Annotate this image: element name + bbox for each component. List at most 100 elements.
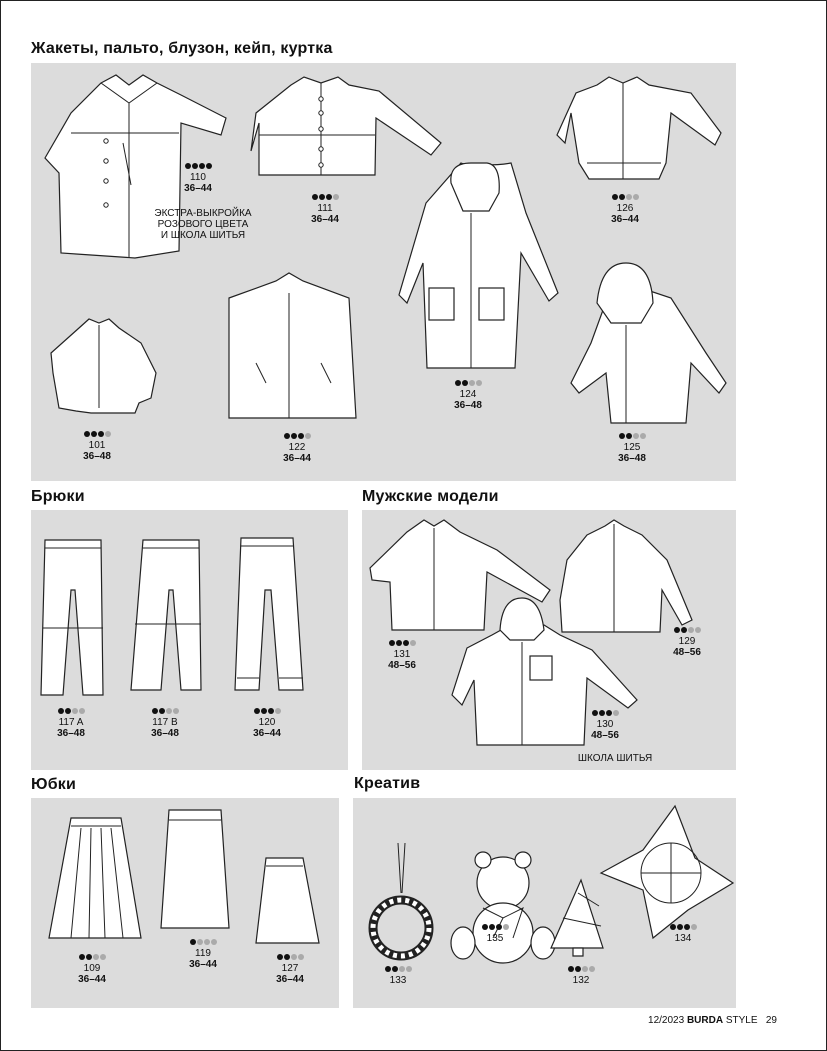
model-sizes: 36–48 [454,400,482,411]
sketch-bear-135 [450,851,556,964]
difficulty-dots [36,708,106,716]
difficulty-dot-filled [495,924,502,930]
difficulty-dot-filled [618,194,625,200]
difficulty-dot-empty [639,433,646,439]
model-109[interactable]: 109 36–44 [57,954,127,985]
section-title-trousers: Брюки [31,488,85,505]
model-number: 127 [281,963,299,974]
model-134[interactable]: 134 [648,924,718,944]
model-126[interactable]: 126 36–44 [590,194,660,225]
difficulty-dot-filled [198,163,205,169]
model-number: 129 [678,636,696,647]
model-133[interactable]: 133 [363,966,433,986]
sketch-star-134 [599,804,735,940]
model-number: 124 [459,389,477,400]
difficulty-dot-empty [409,640,416,646]
difficulty-dot-empty [196,939,203,945]
sketch-shirt-130 [451,597,638,746]
difficulty-dot-filled [189,939,196,945]
model-number: 117 A [58,717,84,728]
difficulty-dot-filled [97,431,104,437]
difficulty-dot-empty [210,939,217,945]
difficulty-dot-filled [283,954,290,960]
sketch-trousers-117a [40,539,104,696]
difficulty-dot-empty [92,954,99,960]
sketch-trousers-117b [130,539,202,691]
difficulty-dot-empty [398,966,405,972]
model-122[interactable]: 122 36–44 [262,433,332,464]
model-number: 126 [616,203,634,214]
model-117b[interactable]: 117 B 36–48 [130,708,200,739]
model-sizes: 48–56 [673,647,701,658]
model-number: 131 [393,649,411,660]
difficulty-dot-empty [632,433,639,439]
difficulty-dots [262,433,332,441]
model-127[interactable]: 127 36–44 [255,954,325,985]
difficulty-dots [62,431,132,439]
model-sizes: 48–56 [388,660,416,671]
sketch-fitted-101 [50,318,157,414]
note-line: ЭКСТРА-ВЫКРОЙКА [154,208,252,219]
model-number: 133 [389,975,407,986]
model-135[interactable]: 135 [460,924,530,944]
model-101[interactable]: 101 36–48 [62,431,132,462]
panel-jackets: 110 36–44 ЭКСТРА-ВЫКРОЙКА РОЗОВОГО ЦВЕТА… [31,63,736,481]
difficulty-dots [130,708,200,716]
difficulty-dot-empty [625,194,632,200]
footer-brand: BURDA [686,1015,724,1026]
sketch-skirt-119 [160,809,230,929]
model-130[interactable]: 130 48–56 [570,710,640,741]
difficulty-dots [460,924,530,932]
difficulty-dot-filled [253,708,260,714]
model-124[interactable]: 124 36–48 [433,380,503,411]
model-111[interactable]: 111 36–44 [290,194,360,225]
difficulty-dots [597,433,667,441]
model-125[interactable]: 125 36–48 [597,433,667,464]
note-line: РОЗОВОГО ЦВЕТА [157,219,249,230]
difficulty-dot-filled [683,924,690,930]
difficulty-dot-filled [567,966,574,972]
difficulty-dot-filled [391,966,398,972]
difficulty-dot-filled [57,708,64,714]
difficulty-dots [590,194,660,202]
difficulty-dot-filled [611,194,618,200]
model-sizes: 36–44 [184,183,212,194]
difficulty-dot-filled [618,433,625,439]
note-line: И ШКОЛА ШИТЬЯ [160,230,246,241]
note-sewing-school: ШКОЛА ШИТЬЯ [577,753,653,764]
model-number: 125 [623,442,641,453]
model-sizes: 36–44 [189,959,217,970]
difficulty-dot-empty [405,966,412,972]
difficulty-dots [57,954,127,962]
difficulty-dot-filled [276,954,283,960]
sketch-trousers-120 [234,537,304,691]
difficulty-dots [232,708,302,716]
difficulty-dot-filled [260,708,267,714]
difficulty-dots [163,163,233,171]
model-117a[interactable]: 117 A 36–48 [36,708,106,739]
difficulty-dot-empty [99,954,106,960]
difficulty-dot-filled [402,640,409,646]
difficulty-dot-empty [687,627,694,633]
model-110[interactable]: 110 36–44 [163,163,233,194]
difficulty-dots [168,939,238,947]
difficulty-dot-filled [151,708,158,714]
creative-sketches [368,804,735,964]
difficulty-dot-empty [632,194,639,200]
section-title-skirts: Юбки [31,776,77,793]
sketch-jacket-111 [250,76,442,176]
model-129[interactable]: 129 48–56 [652,627,722,658]
model-sizes: 36–44 [253,728,281,739]
model-132[interactable]: 132 [546,966,616,986]
difficulty-dot-filled [78,954,85,960]
difficulty-dots [433,380,503,388]
model-120[interactable]: 120 36–44 [232,708,302,739]
difficulty-dots [363,966,433,974]
model-131[interactable]: 131 48–56 [367,640,437,671]
difficulty-dot-empty [71,708,78,714]
difficulty-dot-empty [104,431,111,437]
sketch-shirt-131 [369,519,551,631]
model-number: 110 [190,172,206,183]
difficulty-dot-filled [184,163,191,169]
model-119[interactable]: 119 36–44 [168,939,238,970]
